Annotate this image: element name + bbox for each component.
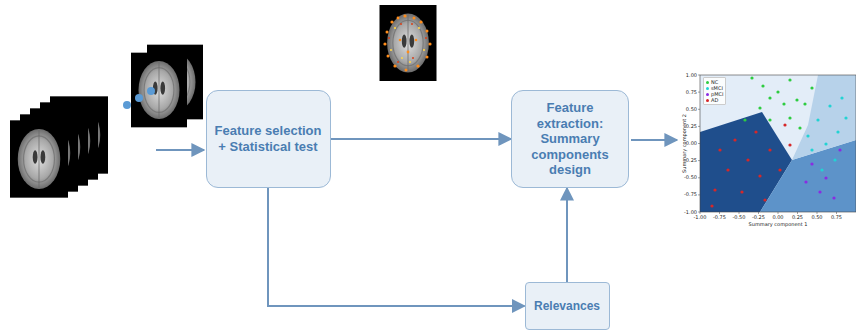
legend-item: pMCI: [706, 91, 723, 97]
tick-label: -0.50: [684, 175, 697, 180]
tick-label: 0.00: [772, 215, 783, 220]
legend-text: NC: [711, 80, 718, 85]
tick-label: 0.00: [686, 141, 697, 146]
legend: NCsMCIpMCIAD: [703, 77, 726, 105]
tick-label: 0.25: [792, 215, 803, 220]
legend-swatch: [706, 93, 709, 96]
scatter-plot: [698, 75, 856, 214]
legend-item: NC: [706, 79, 723, 85]
legend-text: sMCI: [711, 86, 723, 91]
connector-arrow: [566, 188, 568, 282]
tick-label: 0.50: [811, 215, 822, 220]
dots: [123, 87, 155, 109]
legend-swatch: [706, 87, 709, 90]
legend-swatch: [706, 99, 709, 102]
box-text: Feature selection + Statistical test: [214, 123, 322, 154]
process-box: Relevances: [525, 282, 610, 330]
tick-label: -1.00: [684, 210, 697, 215]
overlay-brain: [380, 5, 437, 81]
output-arrow: [631, 139, 677, 141]
tick-label: -0.75: [684, 192, 697, 197]
process-box: Feature selection + Statistical test: [206, 90, 331, 188]
tick-label: 0.50: [686, 107, 697, 112]
legend-swatch: [706, 81, 709, 84]
connector-arrow: [268, 188, 525, 306]
legend-text: pMCI: [711, 92, 723, 97]
box-text: Feature extraction: Summary components d…: [520, 100, 621, 178]
tick-label: 1.00: [686, 73, 697, 78]
tick-label: -0.25: [752, 215, 765, 220]
axis-label: Summary component 2: [682, 114, 687, 173]
connector-arrow: [331, 138, 512, 140]
tick-label: 0.75: [831, 215, 842, 220]
tick-label: -0.50: [733, 215, 746, 220]
legend-item: AD: [706, 97, 723, 103]
process-box: Feature extraction: Summary components d…: [511, 90, 629, 188]
axis-label: Summary component 1: [749, 222, 808, 227]
tick-label: -1.00: [694, 215, 707, 220]
tick-label: -0.75: [713, 215, 726, 220]
mri-stack: [10, 45, 203, 198]
box-text: Relevances: [534, 299, 600, 313]
tick-label: 0.25: [686, 124, 697, 129]
input-arrow: [156, 149, 204, 151]
tick-label: 0.75: [686, 90, 697, 95]
legend-text: AD: [711, 98, 718, 103]
legend-item: sMCI: [706, 85, 723, 91]
